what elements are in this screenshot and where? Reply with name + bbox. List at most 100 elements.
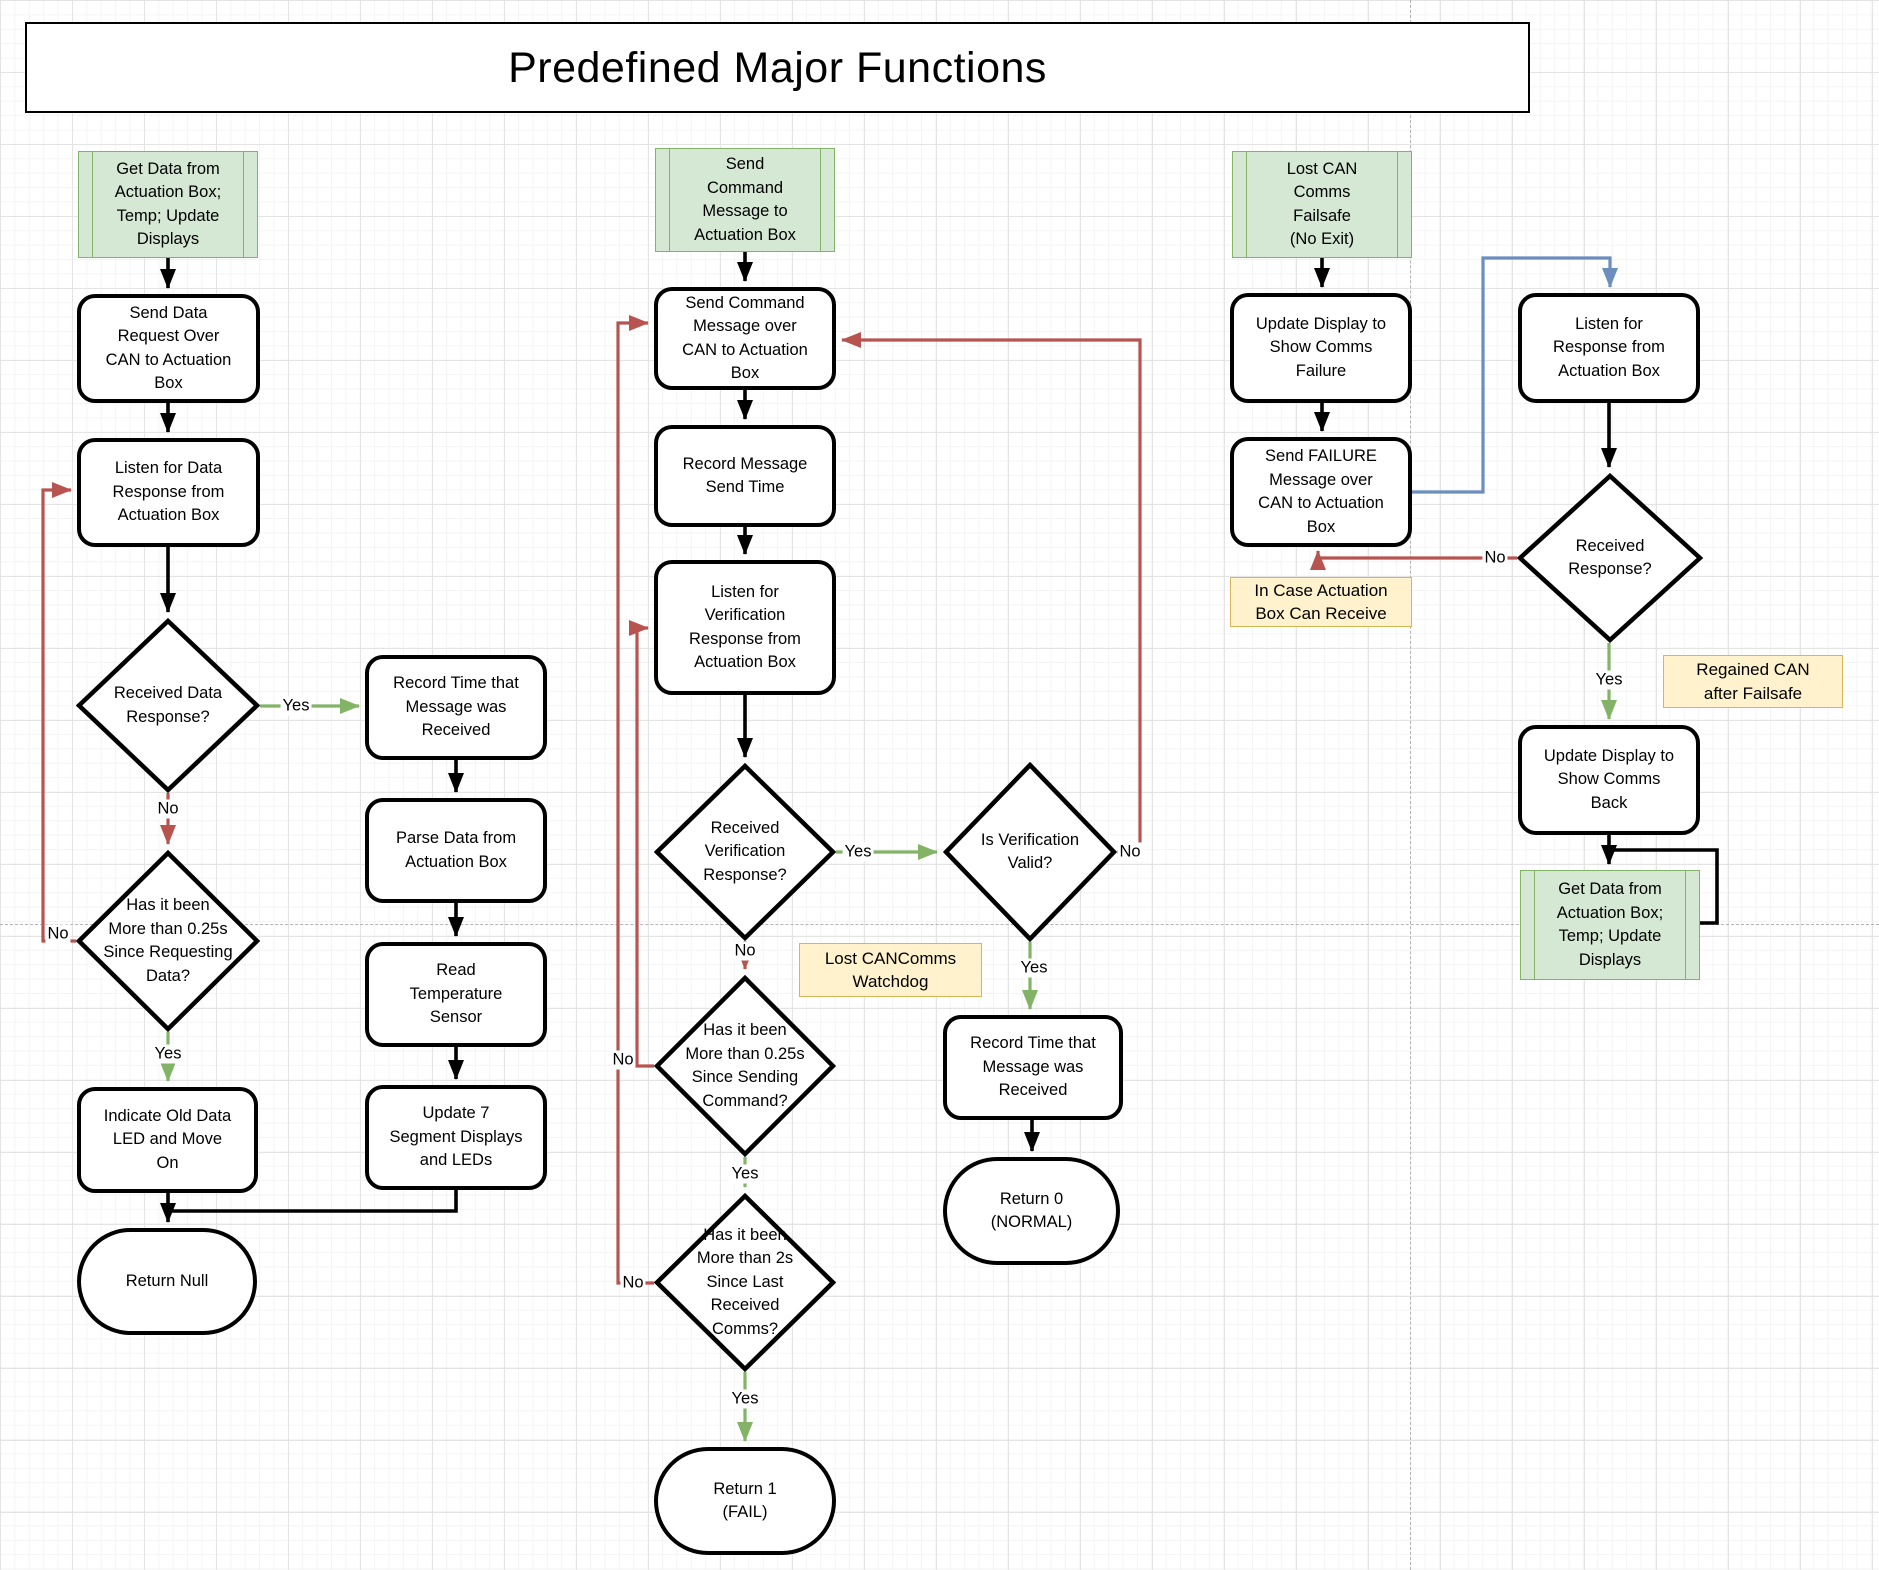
decision-received-response[interactable]: Received Response? <box>1517 473 1703 643</box>
predefined-get-data-failsafe-label: Get Data from Actuation Box; Temp; Updat… <box>1556 880 1664 969</box>
process-listen-response[interactable]: Listen for Response from Actuation Box <box>1518 293 1700 403</box>
edge-label-e31: Yes <box>1593 670 1625 690</box>
decision-more-than-025s-sending-label: Has it been More than 0.25s Since Sendin… <box>685 1021 805 1110</box>
process-update-display-back[interactable]: Update Display to Show Comms Back <box>1518 725 1700 835</box>
edge-label-e18: No <box>732 941 758 961</box>
page-separator-horizontal <box>0 924 1879 925</box>
decision-received-verification-label: Received Verification Response? <box>703 818 787 884</box>
edge-decision-more-than-025s-requesting--process-listen-data-response <box>41 482 76 943</box>
decision-is-verification-valid-label: Is Verification Valid? <box>980 830 1080 873</box>
note-regained-can-label: Regained CAN after Failsafe <box>1696 660 1810 703</box>
decision-more-than-2s-comms[interactable]: Has it been More than 2s Since Last Rece… <box>654 1193 836 1372</box>
edge-label-e5: No <box>155 799 181 819</box>
edge-label-e4: Yes <box>280 696 312 716</box>
terminator-return-0-normal-label: Return 0 (NORMAL) <box>990 1189 1073 1232</box>
terminator-return-0-normal[interactable]: Return 0 (NORMAL) <box>943 1157 1120 1265</box>
decision-more-than-025s-sending-shape <box>654 975 836 1157</box>
decision-more-than-2s-comms-shape <box>654 1193 836 1372</box>
predefined-lost-can-failsafe-label: Lost CAN Comms Failsafe (No Exit) <box>1286 159 1358 249</box>
decision-more-than-025s-requesting-shape <box>76 850 260 1032</box>
decision-received-data-response-shape <box>76 618 260 793</box>
edge-label-e30: No <box>1482 548 1508 568</box>
predefined-lost-can-failsafe[interactable]: Lost CAN Comms Failsafe (No Exit) <box>1232 151 1412 258</box>
predefined-get-data-failsafe[interactable]: Get Data from Actuation Box; Temp; Updat… <box>1520 870 1700 980</box>
process-record-send-time-label: Record Message Send Time <box>682 454 808 497</box>
process-listen-verification[interactable]: Listen for Verification Response from Ac… <box>654 560 836 695</box>
edge-label-e24: No <box>1117 842 1143 862</box>
process-record-time-received-mid-label: Record Time that Message was Received <box>970 1034 1096 1100</box>
edge-label-e23: Yes <box>1018 958 1050 978</box>
predefined-bar-right <box>820 149 821 251</box>
decision-is-verification-valid-shape <box>943 762 1117 942</box>
process-send-failure-message[interactable]: Send FAILURE Message over CAN to Actuati… <box>1230 437 1412 547</box>
process-send-data-request[interactable]: Send Data Request Over CAN to Actuation … <box>77 294 260 403</box>
process-send-failure-message-label: Send FAILURE Message over CAN to Actuati… <box>1258 447 1384 536</box>
process-record-time-received-left[interactable]: Record Time that Message was Received <box>365 655 547 760</box>
decision-more-than-025s-requesting[interactable]: Has it been More than 0.25s Since Reques… <box>76 850 260 1032</box>
edge-process-send-failure-message--process-listen-response <box>1412 256 1618 494</box>
edge-label-e7: Yes <box>152 1044 184 1064</box>
terminator-return-null-label: Return Null <box>125 1271 209 1290</box>
process-update-7seg-label: Update 7 Segment Displays and LEDs <box>389 1104 523 1170</box>
predefined-bar-right <box>1685 871 1686 979</box>
decision-is-verification-valid[interactable]: Is Verification Valid? <box>943 762 1117 942</box>
predefined-bar-left <box>92 152 93 257</box>
decision-received-data-response-label: Received Data Response? <box>113 684 223 726</box>
terminator-return-1-fail-label: Return 1 (FAIL) <box>713 1479 777 1522</box>
process-listen-data-response-label: Listen for Data Response from Actuation … <box>112 459 225 525</box>
edge-label-e20: Yes <box>729 1164 761 1184</box>
note-lost-cancomms-watchdog[interactable]: Lost CANComms Watchdog <box>799 943 982 997</box>
predefined-bar-right <box>243 152 244 257</box>
page-separator-vertical <box>1410 0 1411 1570</box>
decision-received-verification-shape <box>654 763 836 941</box>
process-indicate-old-data-led[interactable]: Indicate Old Data LED and Move On <box>77 1087 258 1193</box>
decision-more-than-2s-comms-label: Has it been More than 2s Since Last Rece… <box>696 1225 794 1338</box>
process-send-command-can-label: Send Command Message over CAN to Actuati… <box>682 293 808 383</box>
terminator-return-1-fail[interactable]: Return 1 (FAIL) <box>654 1447 836 1555</box>
predefined-bar-left <box>1534 871 1535 979</box>
process-update-7seg[interactable]: Update 7 Segment Displays and LEDs <box>365 1085 547 1190</box>
process-update-display-failure[interactable]: Update Display to Show Comms Failure <box>1230 293 1412 403</box>
edge-label-e6: No <box>45 924 71 944</box>
process-send-data-request-label: Send Data Request Over CAN to Actuation … <box>105 303 232 393</box>
note-regained-can[interactable]: Regained CAN after Failsafe <box>1663 655 1843 708</box>
process-send-command-can[interactable]: Send Command Message over CAN to Actuati… <box>654 287 836 390</box>
predefined-send-command-entry[interactable]: Send Command Message to Actuation Box <box>655 148 835 252</box>
edge-label-e21: No <box>620 1273 646 1293</box>
terminator-return-null[interactable]: Return Null <box>77 1228 257 1335</box>
decision-received-data-response[interactable]: Received Data Response? <box>76 618 260 793</box>
predefined-bar-right <box>1397 152 1398 257</box>
page-title: Predefined Major Functions <box>25 22 1530 113</box>
decision-more-than-025s-sending[interactable]: Has it been More than 0.25s Since Sendin… <box>654 975 836 1157</box>
note-in-case-actuation-receive-label: In Case Actuation Box Can Receive <box>1254 580 1388 624</box>
process-listen-verification-label: Listen for Verification Response from Ac… <box>689 582 801 672</box>
predefined-bar-left <box>1246 152 1247 257</box>
process-update-display-back-label: Update Display to Show Comms Back <box>1543 746 1675 812</box>
process-read-temp-sensor-label: Read Temperature Sensor <box>409 961 503 1027</box>
process-listen-response-label: Listen for Response from Actuation Box <box>1553 314 1665 380</box>
process-record-send-time[interactable]: Record Message Send Time <box>654 425 836 527</box>
decision-received-verification[interactable]: Received Verification Response? <box>654 763 836 941</box>
process-record-time-received-mid[interactable]: Record Time that Message was Received <box>943 1015 1123 1120</box>
process-parse-data-label: Parse Data from Actuation Box <box>395 829 517 871</box>
process-listen-data-response[interactable]: Listen for Data Response from Actuation … <box>77 438 260 547</box>
process-parse-data[interactable]: Parse Data from Actuation Box <box>365 798 547 903</box>
edge-label-e19: No <box>610 1050 636 1070</box>
edge-decision-received-response--process-send-failure-message <box>1310 550 1517 570</box>
predefined-get-data-entry[interactable]: Get Data from Actuation Box; Temp; Updat… <box>78 151 258 258</box>
decision-more-than-025s-requesting-label: Has it been More than 0.25s Since Reques… <box>103 896 233 985</box>
process-indicate-old-data-led-label: Indicate Old Data LED and Move On <box>103 1106 232 1172</box>
page-title-label: Predefined Major Functions <box>508 43 1047 92</box>
note-lost-cancomms-watchdog-label: Lost CANComms Watchdog <box>824 948 957 992</box>
edge-process-update-7seg--terminator-return-null <box>170 1190 458 1213</box>
process-read-temp-sensor[interactable]: Read Temperature Sensor <box>365 942 547 1047</box>
decision-received-response-shape <box>1517 473 1703 643</box>
process-update-display-failure-label: Update Display to Show Comms Failure <box>1255 314 1387 380</box>
edge-predefined-get-data-failsafe--predefined-get-data-failsafe <box>1613 848 1719 925</box>
process-record-time-received-left-label: Record Time that Message was Received <box>393 674 519 740</box>
note-in-case-actuation-receive[interactable]: In Case Actuation Box Can Receive <box>1230 577 1412 627</box>
edge-decision-more-than-025s-sending--process-listen-verification <box>629 620 654 1068</box>
edge-label-e17: Yes <box>842 842 874 862</box>
